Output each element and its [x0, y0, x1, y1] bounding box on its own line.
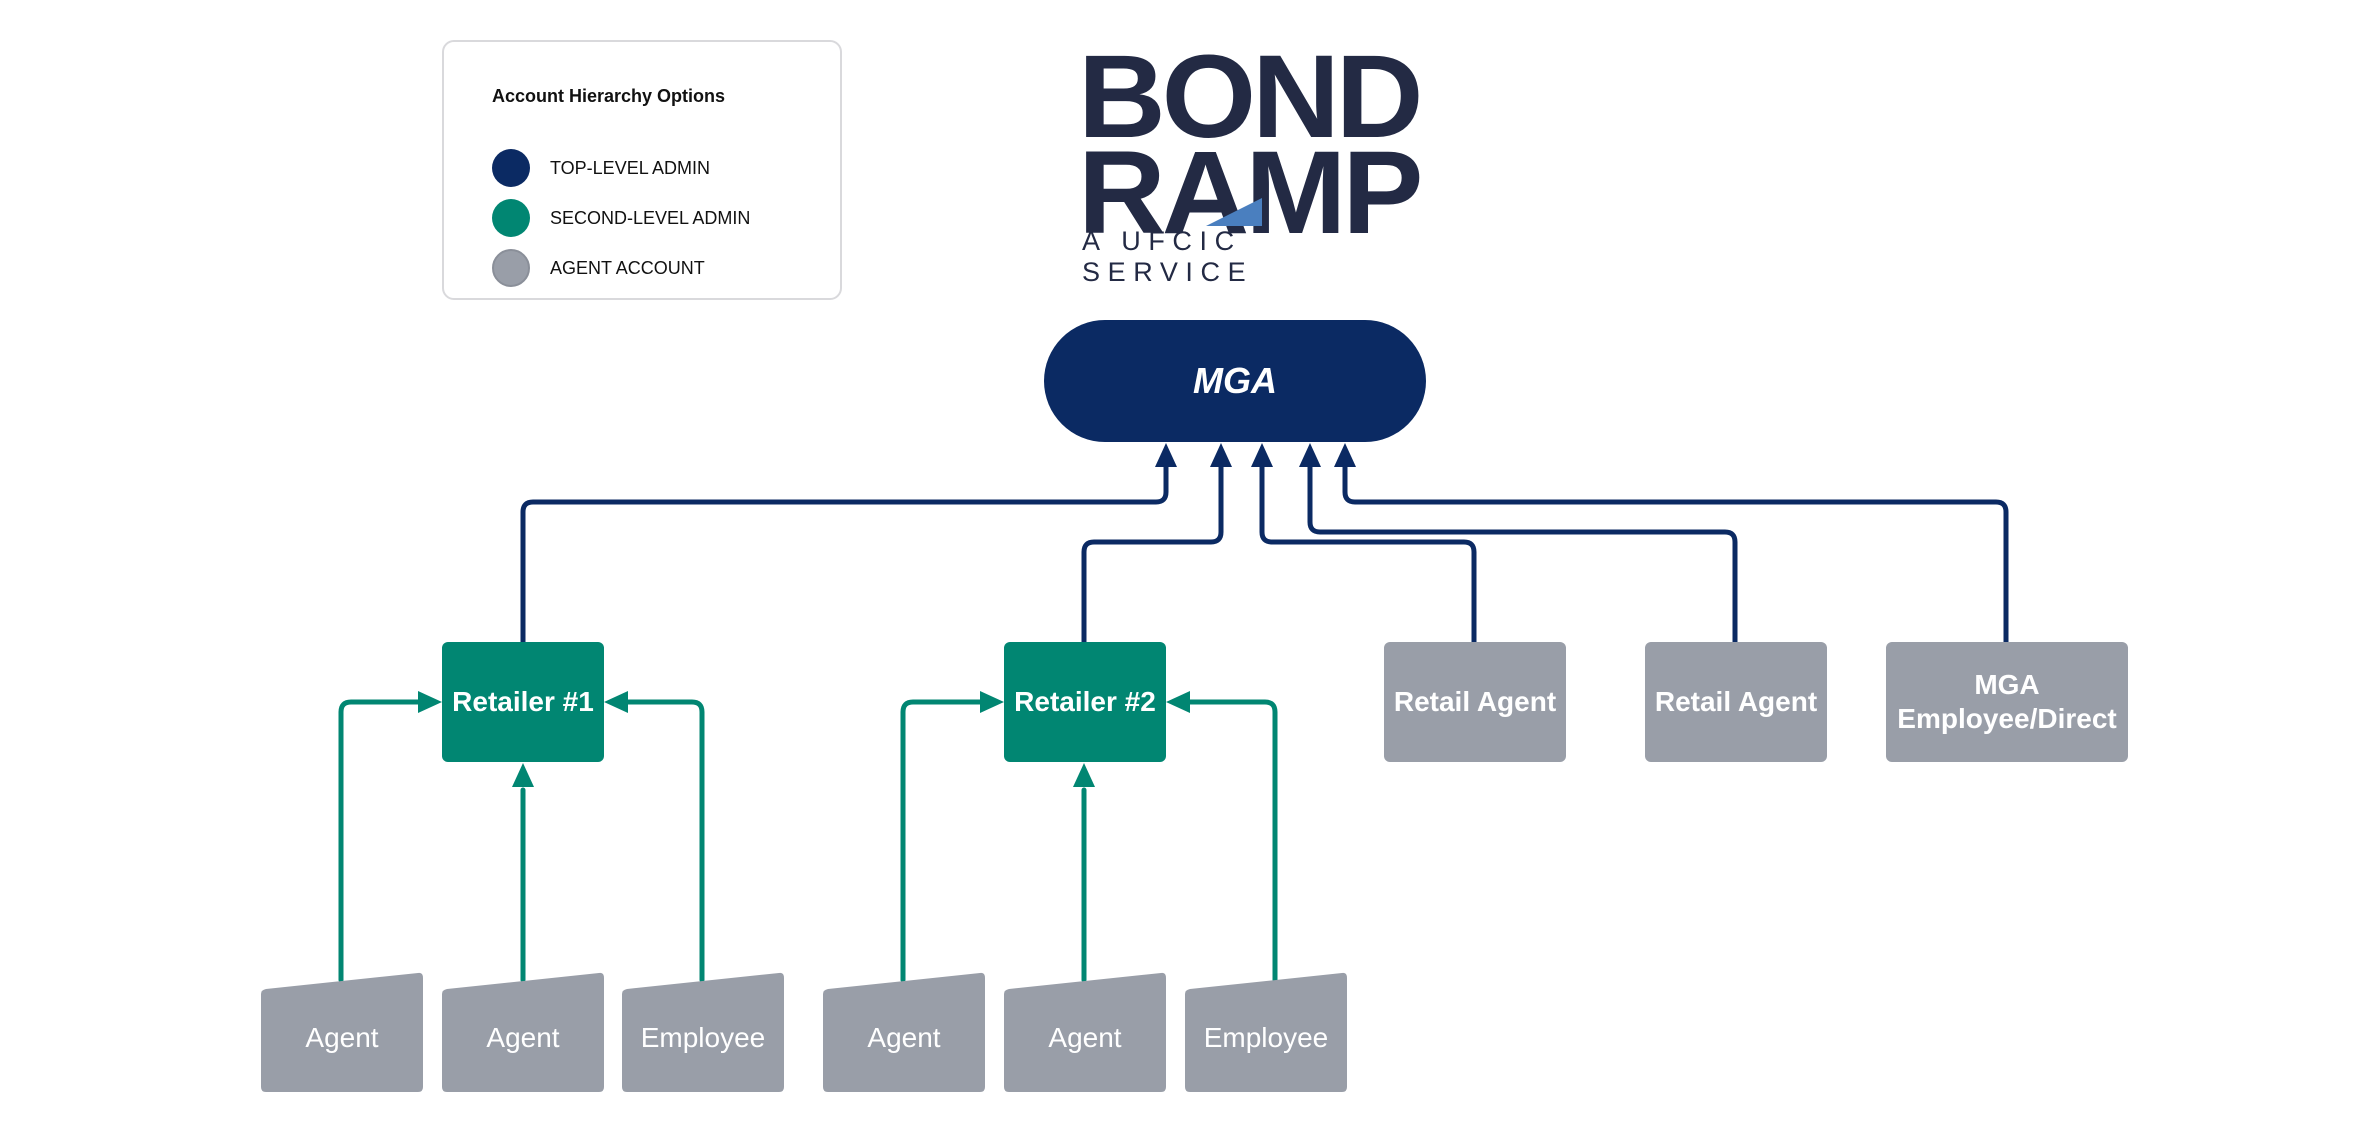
- leaf-account-shape: [1004, 972, 1166, 1092]
- legend-panel: Account Hierarchy Options TOP-LEVEL ADMI…: [442, 40, 842, 300]
- leaf-label-agent: Agent: [1048, 1022, 1122, 1053]
- gray-dot-icon: [492, 249, 530, 287]
- leaf-label-agent: Agent: [305, 1022, 379, 1053]
- retailer-label: Retailer #1: [452, 686, 594, 718]
- logo-line-1: BOND: [1078, 31, 1424, 163]
- arrowhead-up-icon: [1073, 763, 1095, 787]
- mga-employee-label: MGA Employee/Direct: [1897, 669, 2117, 734]
- leaf-label-employee: Employee: [640, 1022, 766, 1053]
- leaf-label-agent: Agent: [486, 1022, 560, 1053]
- retail-agent-label: Retail Agent: [1393, 686, 1557, 718]
- mga-employee-direct-node: MGA Employee/Direct: [1886, 642, 2128, 762]
- bond-ramp-logo: BOND RAMP A UFCIC SERVICE: [1078, 30, 1428, 287]
- arrowhead-right-icon: [980, 691, 1004, 713]
- leaf-account-shape: [442, 972, 604, 1092]
- legend-item-second-level: SECOND-LEVEL ADMIN: [492, 198, 750, 238]
- connector-employee-retailer2: [1187, 699, 1278, 983]
- leaf-label-agent: Agent: [867, 1022, 941, 1053]
- logo-subtitle: A UFCIC SERVICE: [1082, 226, 1254, 287]
- connector-retailer2-mga: [1081, 463, 1224, 645]
- legend-title: Account Hierarchy Options: [492, 86, 726, 106]
- legend-label: TOP-LEVEL ADMIN: [550, 157, 711, 178]
- retail-agent-1-node: Retail Agent: [1384, 642, 1566, 762]
- mga-node: MGA: [1044, 320, 1426, 442]
- navy-dot-icon: [492, 149, 530, 187]
- arrowhead-up-icon: [1299, 443, 1321, 467]
- arrowhead-up-icon: [1210, 443, 1232, 467]
- leaf-label-employee: Employee: [1203, 1022, 1329, 1053]
- logo-accent-icon: [1206, 198, 1262, 226]
- legend-item-agent: AGENT ACCOUNT: [492, 248, 705, 288]
- connector-retail-agent1-mga: [1259, 463, 1477, 645]
- leaf-account-shape: [622, 972, 784, 1092]
- arrowhead-left-icon: [604, 691, 628, 713]
- legend-item-top-level: TOP-LEVEL ADMIN: [492, 148, 710, 188]
- teal-dot-icon: [492, 199, 530, 237]
- leaf-account-shape: [261, 972, 423, 1092]
- retail-agent-2-node: Retail Agent: [1645, 642, 1827, 762]
- leaf-account-shape: [1185, 972, 1347, 1092]
- connector-mga-employee-mga: [1342, 463, 2009, 645]
- mga-label: MGA: [1193, 360, 1277, 402]
- leaf-account-shape: [823, 972, 985, 1092]
- retailer-2-node: Retailer #2: [1004, 642, 1166, 762]
- connector-agent-retailer2: [900, 699, 983, 983]
- retail-agent-label: Retail Agent: [1654, 686, 1818, 718]
- legend-label: AGENT ACCOUNT: [550, 257, 705, 278]
- arrowhead-right-icon: [418, 691, 442, 713]
- arrowhead-up-icon: [1251, 443, 1273, 467]
- arrowhead-up-icon: [1155, 443, 1177, 467]
- retailer-1-node: Retailer #1: [442, 642, 604, 762]
- connector-agent-retailer1: [338, 699, 421, 983]
- arrowhead-left-icon: [1166, 691, 1190, 713]
- connector-retail-agent2-mga: [1307, 463, 1738, 645]
- connector-employee-retailer1: [625, 699, 705, 983]
- arrowhead-up-icon: [512, 763, 534, 787]
- connector-retailer1-mga: [520, 463, 1169, 645]
- legend-label: SECOND-LEVEL ADMIN: [550, 207, 751, 228]
- retailer-label: Retailer #2: [1014, 686, 1156, 718]
- logo-line-2: RAMP: [1078, 127, 1424, 259]
- arrowhead-up-icon: [1334, 443, 1356, 467]
